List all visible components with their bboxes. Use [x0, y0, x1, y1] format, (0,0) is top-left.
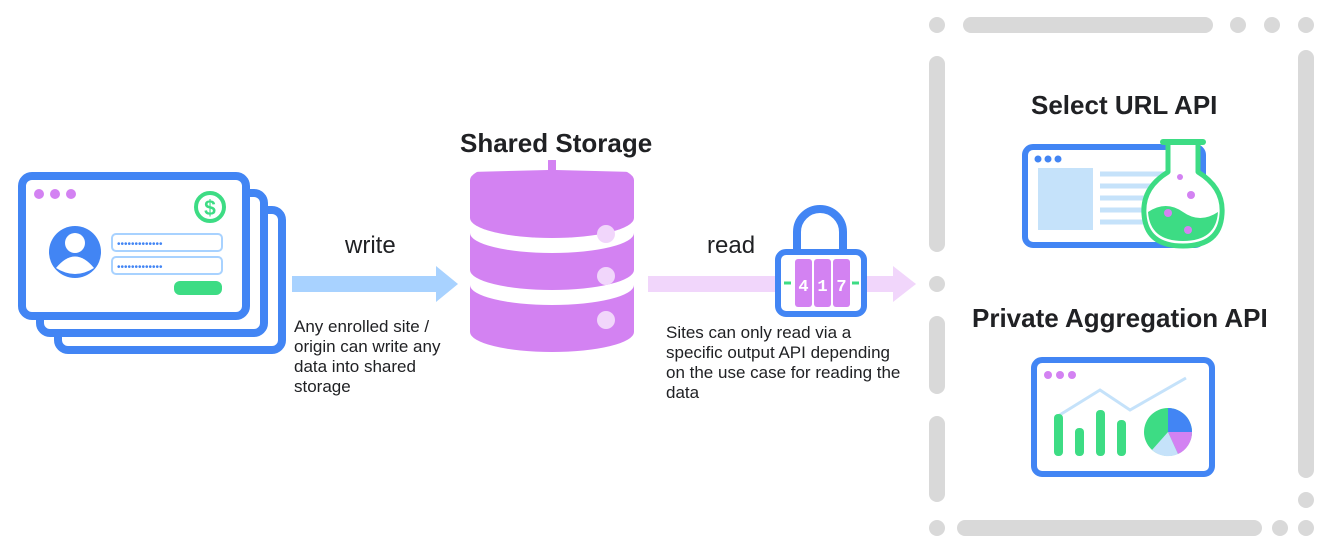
window-dots-icon	[34, 189, 76, 199]
database-icon	[470, 158, 634, 352]
padlock-icon: 4 1 7	[775, 205, 867, 317]
login-form-icon: ••••••••••••• •••••••••••••	[111, 233, 223, 295]
svg-text:•••••••••••••: •••••••••••••	[117, 239, 163, 250]
select-url-title: Select URL API	[1031, 90, 1218, 120]
shared-storage-title: Shared Storage	[460, 128, 653, 158]
pie-chart-icon	[1144, 408, 1193, 457]
svg-text:$: $	[204, 197, 216, 220]
enrolled-sites-icon: $ ••••••••••••• •••••••••••••	[18, 172, 286, 354]
flask-icon	[1141, 139, 1225, 249]
write-label: write	[345, 232, 396, 259]
write-description: Any enrolled site / origin can write any…	[294, 317, 441, 396]
write-arrow-icon	[292, 266, 458, 302]
private-aggregation-icon	[1031, 357, 1215, 477]
output-api-frame	[929, 17, 1314, 536]
read-label: read	[707, 232, 756, 259]
dollar-icon: $	[194, 191, 226, 223]
svg-text:•••••••••••••: •••••••••••••	[117, 262, 163, 273]
avatar-icon	[49, 226, 101, 278]
select-url-icon	[1022, 139, 1225, 249]
private-aggregation-title: Private Aggregation API	[972, 303, 1268, 333]
lock-digit: 7	[836, 278, 846, 297]
lock-digit: 4	[798, 278, 808, 297]
lock-digit: 1	[817, 278, 827, 297]
read-description: Sites can only read via a specific outpu…	[666, 323, 901, 402]
